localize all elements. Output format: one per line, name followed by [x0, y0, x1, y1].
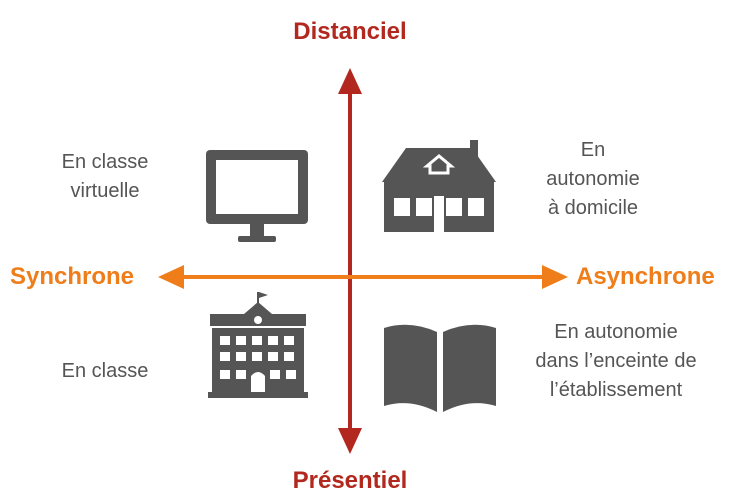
quadrant-bottom-left-line-1: En classe	[61, 360, 149, 382]
quadrant-top-left-line-2: virtuelle	[70, 180, 140, 202]
open-book-icon	[384, 324, 496, 412]
quadrant-top-right-text: En autonomie à domicile	[518, 136, 668, 223]
arrow-right-icon	[542, 265, 568, 289]
school-building-icon	[208, 292, 308, 398]
quadrant-bottom-left-text: En classe	[40, 357, 170, 386]
axis-label-right: Asynchrone	[576, 263, 715, 290]
axis-label-left: Synchrone	[10, 263, 135, 290]
quadrant-bottom-right-line-3: l’établissement	[549, 379, 683, 401]
quadrant-bottom-right-text: En autonomie dans l’enceinte de l’établi…	[500, 318, 732, 405]
house-icon	[382, 140, 496, 232]
quadrant-top-left-line-1: En classe	[61, 151, 149, 173]
computer-monitor-icon	[206, 150, 308, 242]
quadrant-top-left-text: En classe virtuelle	[40, 148, 170, 206]
quadrant-top-right-line-3: à domicile	[547, 197, 639, 219]
quadrant-top-right-line-2: autonomie	[546, 168, 640, 190]
quadrant-bottom-right-line-1: En autonomie	[554, 321, 678, 343]
quadrant-bottom-right-line-2: dans l’enceinte de	[535, 350, 697, 372]
arrow-up-icon	[338, 68, 362, 94]
quadrant-top-right-line-1: En	[580, 139, 606, 161]
arrow-down-icon	[338, 428, 362, 454]
axis-label-bottom: Présentiel	[292, 467, 408, 494]
axis-label-top: Distanciel	[293, 18, 407, 45]
arrow-left-icon	[158, 265, 184, 289]
